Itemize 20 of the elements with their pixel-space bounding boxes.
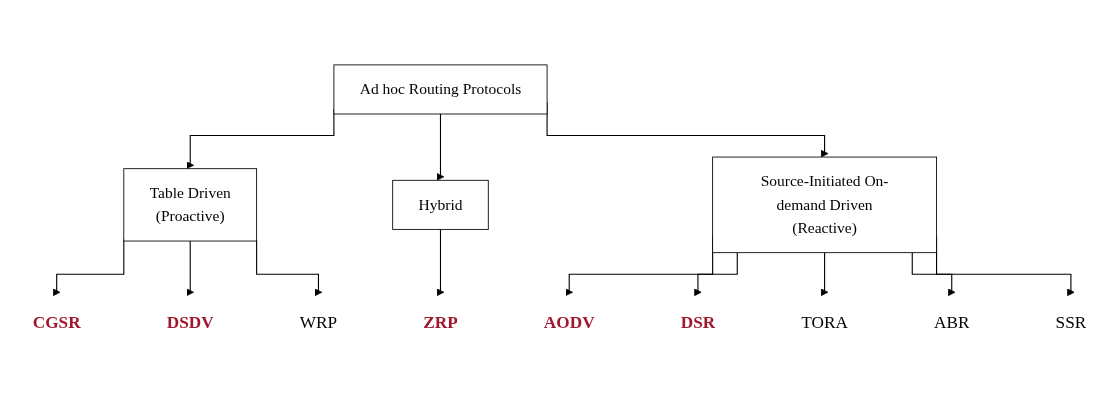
arrow xyxy=(186,240,194,296)
node-text: TORA xyxy=(801,311,848,331)
node-box: Hybrid xyxy=(392,179,489,230)
arrow xyxy=(436,228,445,296)
arrow xyxy=(436,113,445,181)
arrow xyxy=(911,251,956,296)
node-text: WRP xyxy=(299,311,338,331)
arrow xyxy=(820,251,829,296)
node-box: Ad hoc Routing Protocols xyxy=(333,64,548,115)
node-text: DSDV xyxy=(166,311,214,331)
node-text: DSR xyxy=(680,311,716,331)
node-box: Source-Initiated On-demand Driven (Reactive) xyxy=(712,156,937,253)
arrow xyxy=(256,240,323,296)
node-text: SSR xyxy=(1055,311,1087,331)
node-text: AODV xyxy=(543,311,595,331)
node-text: ZRP xyxy=(423,311,458,331)
arrow xyxy=(694,251,738,296)
node-text: ABR xyxy=(934,311,970,331)
node-text: CGSR xyxy=(32,311,81,331)
node-box: Table Driven (Proactive) xyxy=(123,168,258,242)
